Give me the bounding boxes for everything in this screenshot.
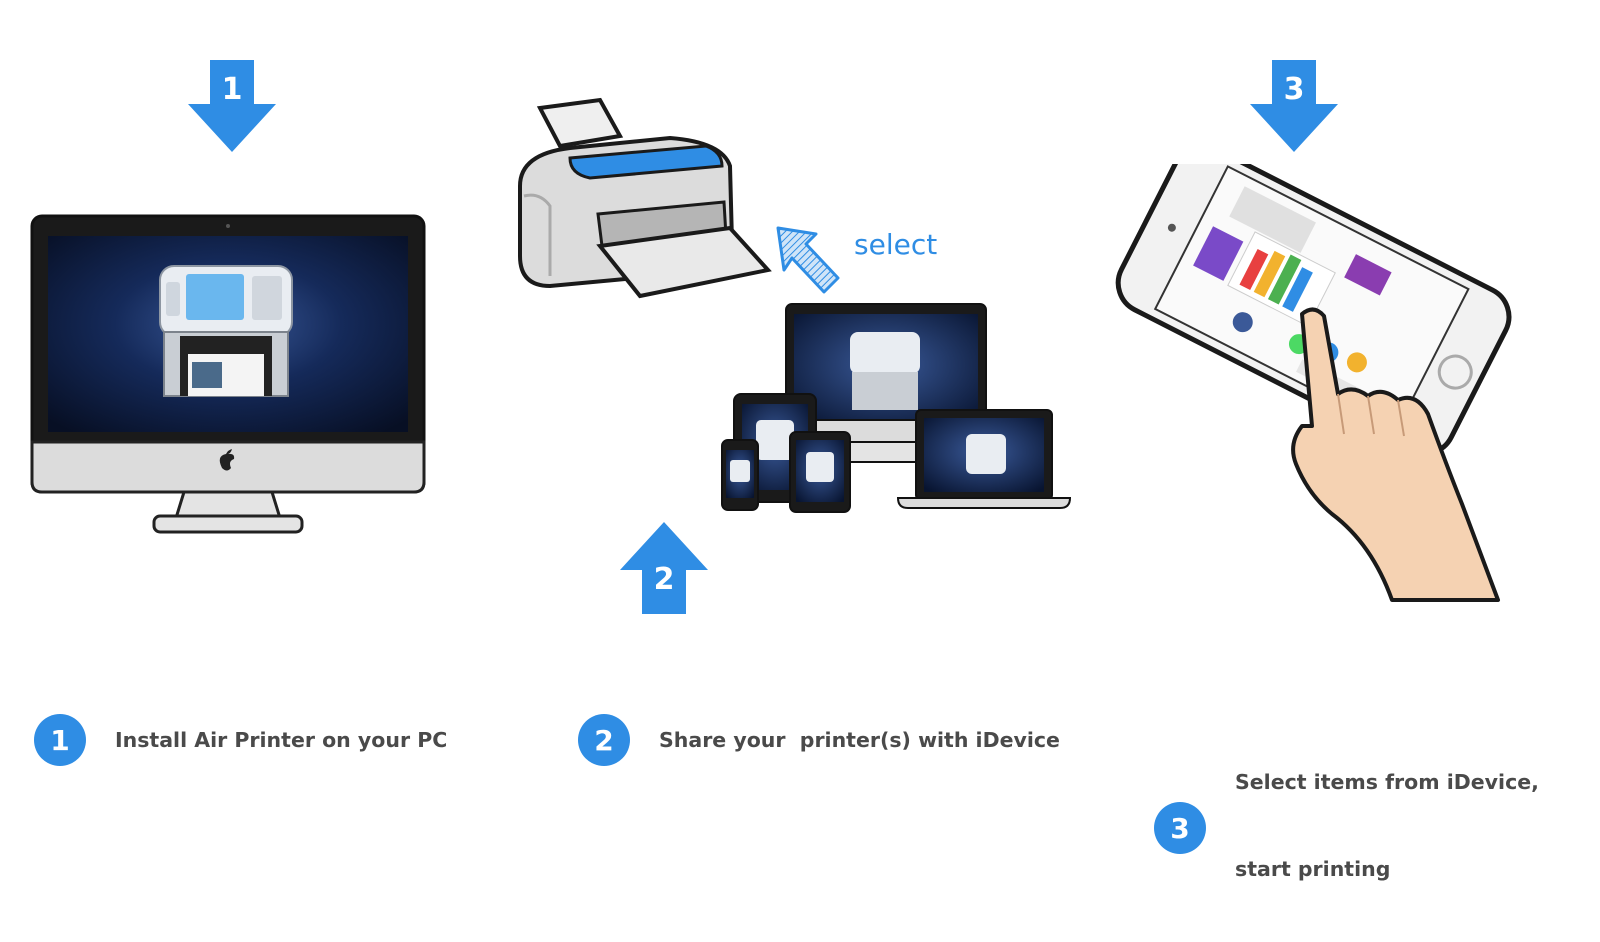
- arrow-number-3: 3: [1283, 72, 1305, 107]
- step-3-text-line1: Select items from iDevice,: [1235, 770, 1539, 794]
- arrow-number-1: 1: [221, 72, 243, 107]
- arrow-down-icon: [1250, 60, 1338, 152]
- step-1-text: Install Air Printer on your PC: [115, 727, 448, 752]
- iphone-hand-icon: [1115, 164, 1512, 602]
- step-3-number: 3: [1154, 802, 1206, 854]
- imac-icon: [30, 214, 426, 534]
- arrow-up-icon: [620, 522, 708, 614]
- arrow-down-icon: [188, 60, 276, 152]
- step-1: 1 Install Air Printer on your PC: [34, 714, 447, 766]
- step-3: 3 Select items from iDevice, start print…: [1154, 714, 1539, 942]
- select-arrow-icon: [776, 226, 840, 294]
- step-1-number: 1: [34, 714, 86, 766]
- apple-devices-icon: [721, 303, 1072, 513]
- step-3-text-line2: start printing: [1235, 857, 1391, 881]
- step-2-text: Share your printer(s) with iDevice: [659, 727, 1060, 752]
- printer-icon: [518, 97, 772, 299]
- step-3-text: Select items from iDevice, start printin…: [1235, 710, 1539, 942]
- step-2: 2 Share your printer(s) with iDevice: [578, 714, 1060, 766]
- select-label: select: [854, 228, 938, 261]
- arrow-number-2: 2: [653, 562, 675, 597]
- step-2-number: 2: [578, 714, 630, 766]
